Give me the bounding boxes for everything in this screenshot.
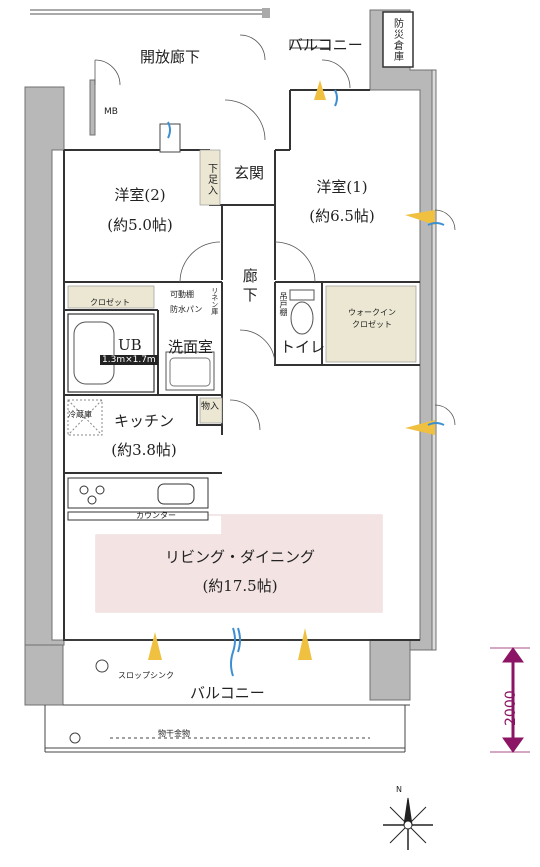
bathtub: [67, 313, 155, 393]
top-corridor-lines: [30, 8, 270, 18]
walls: [24, 9, 437, 706]
label-movable-shelf: 可動棚: [170, 290, 194, 299]
label-storage-vertical: 防災倉庫: [391, 18, 403, 62]
label-balcony-bottom: バルコニー: [190, 684, 265, 702]
sink-vanity: [165, 351, 215, 391]
label-western-room-2-size: (約5.0帖): [107, 216, 173, 234]
label-living-dining-size: (約17.5帖): [202, 577, 278, 595]
toilet-fixture: [289, 289, 315, 335]
dimension-arrow: [490, 647, 530, 753]
label-living-dining: リビング・ダイニング: [164, 548, 315, 566]
bottom-balcony: [44, 639, 410, 753]
kitchen-counter: [67, 477, 209, 521]
label-mb: MB: [104, 107, 118, 117]
label-washroom: 洗面室: [168, 338, 214, 356]
label-compass-north: N: [396, 785, 402, 794]
label-ub: UB: [118, 336, 142, 354]
label-entrance: 玄関: [234, 164, 265, 182]
label-waterproof-pan: 防水パン: [170, 305, 203, 314]
compass-rose: [383, 797, 433, 850]
refrigerator-space: [67, 399, 103, 436]
label-refrigerator: 冷蔵庫: [68, 410, 92, 419]
label-clothes-hanger: 物干金物: [158, 729, 190, 738]
label-western-room-1-size: (約6.5帖): [309, 207, 375, 225]
label-dimension: 2000: [503, 690, 519, 726]
label-slop-sink: スロップシンク: [118, 671, 174, 680]
label-walk-in-closet-1: ウォークイン: [348, 308, 396, 317]
label-storage-small: 物入: [201, 402, 220, 412]
label-kitchen: キッチン: [113, 412, 174, 430]
label-corridor: 廊下: [240, 268, 259, 306]
top-windows: [159, 39, 331, 153]
label-walk-in-closet-2: クロゼット: [352, 320, 392, 329]
label-balcony-top: バルコニー: [288, 36, 363, 54]
label-closet: クロゼット: [90, 298, 130, 307]
label-western-room-1: 洋室(1): [316, 178, 368, 196]
label-kitchen-size: (約3.8帖): [111, 441, 177, 459]
storage-fills: [67, 11, 417, 424]
label-shoe-storage: 下足入: [205, 163, 217, 196]
label-counter: カウンター: [136, 511, 176, 520]
label-linen-storage: リネン庫: [210, 287, 219, 315]
label-open-corridor: 開放廊下: [140, 48, 201, 66]
label-hanging-shelf: 吊戸棚: [279, 292, 288, 316]
label-ub-size: 1.3m×1.7m: [100, 355, 158, 365]
door-swings: [94, 34, 456, 431]
label-toilet: トイレ: [280, 338, 326, 356]
airflow-markers: [148, 80, 445, 677]
label-western-room-2: 洋室(2): [114, 186, 166, 204]
